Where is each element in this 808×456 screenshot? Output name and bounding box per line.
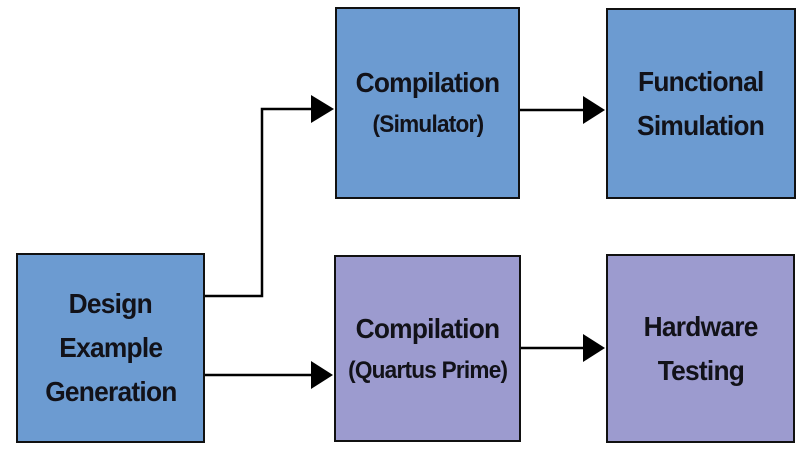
node-label-line: Functional — [638, 65, 764, 97]
node-design-example-generation: Design Example Generation — [16, 253, 205, 443]
node-label-line: Generation — [44, 376, 177, 407]
arrowhead-icon — [583, 96, 605, 124]
node-label-line: Compilation — [355, 67, 501, 98]
connector-compilation-simulator-to-functional-simulation — [520, 96, 605, 124]
arrowhead-icon — [311, 95, 334, 123]
node-label-line: Simulation — [637, 109, 765, 141]
node-label-subline: (Simulator) — [372, 111, 484, 138]
node-label-line: Hardware — [643, 310, 759, 342]
node-functional-simulation: Functional Simulation — [606, 8, 796, 199]
node-label-line: Testing — [657, 354, 744, 386]
node-compilation-simulator: Compilation (Simulator) — [335, 7, 520, 199]
connector-design-to-compilation-simulator — [204, 95, 334, 298]
node-label-line: Design — [68, 288, 153, 319]
node-compilation-quartus-prime: Compilation (Quartus Prime) — [334, 255, 521, 442]
node-hardware-testing: Hardware Testing — [606, 254, 795, 443]
connector-compilation-quartus-to-hardware-testing — [521, 334, 605, 362]
node-label-line: Example — [58, 332, 163, 363]
connector-design-to-compilation-quartus — [204, 361, 333, 389]
arrowhead-icon — [583, 334, 605, 362]
node-label-line: Compilation — [355, 312, 501, 344]
node-label-subline: (Quartus Prime) — [347, 356, 508, 384]
arrowhead-icon — [311, 361, 333, 389]
